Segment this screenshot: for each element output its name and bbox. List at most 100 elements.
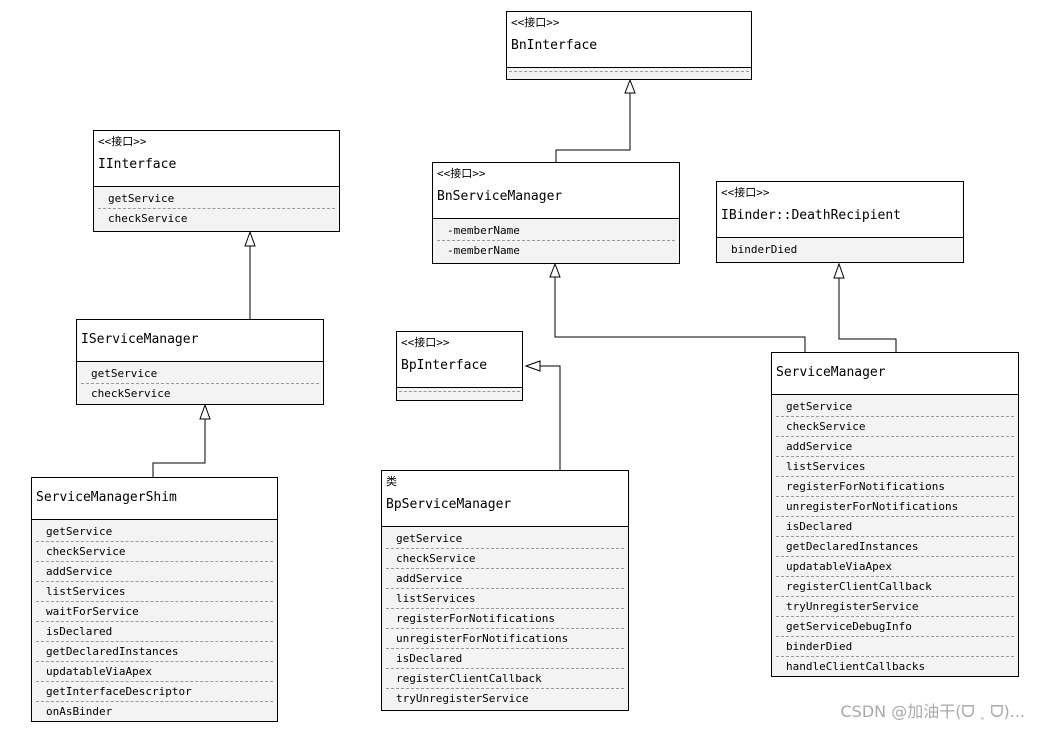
class-header: <<接口>> BnInterface — [507, 12, 751, 68]
member-list: binderDied — [717, 238, 963, 259]
arrowhead-bnservicemanager — [549, 262, 561, 278]
edge-servicemanager-deathrecipient — [838, 278, 897, 352]
class-name: IInterface — [98, 157, 177, 172]
stereotype-label: <<接口>> — [98, 135, 147, 148]
class-name: ServiceManagerShim — [36, 490, 177, 505]
edge-bnservicemanager-bninterface — [555, 93, 631, 162]
member-item: isDeclared — [36, 622, 273, 642]
class-name: IServiceManager — [81, 332, 199, 347]
arrowhead-iinterface — [244, 230, 256, 247]
member-item: waitForService — [36, 602, 273, 622]
member-item: checkService — [776, 417, 1014, 437]
class-header: <<接口>> IInterface — [94, 131, 339, 187]
member-item: tryUnregisterService — [396, 692, 529, 705]
member-item: unregisterForNotifications — [776, 497, 1014, 517]
edge-bpservicemanager-bpinterface — [540, 365, 561, 470]
member-item: addService — [36, 562, 273, 582]
member-item: checkService — [36, 542, 273, 562]
member-item: getDeclaredInstances — [776, 537, 1014, 557]
member-item: -memberName — [437, 221, 675, 241]
class-body — [507, 68, 751, 79]
member-item: getServiceDebugInfo — [776, 617, 1014, 637]
class-header: ServiceManager — [772, 353, 1018, 395]
watermark-text: CSDN @加油干(ᗜ ˰ ᗜ)... — [840, 702, 1025, 721]
class-header: 类 BpServiceManager — [382, 471, 628, 527]
class-iinterface[interactable]: <<接口>> IInterface getService checkService — [93, 130, 340, 232]
member-item: addService — [776, 437, 1014, 457]
class-name: BnServiceManager — [437, 189, 563, 204]
member-item: checkService — [386, 549, 624, 569]
member-item: binderDied — [776, 637, 1014, 657]
member-item: updatableViaApex — [776, 557, 1014, 577]
stereotype-label: <<接口>> — [721, 186, 770, 199]
member-item: getInterfaceDescriptor — [36, 682, 273, 702]
class-header: <<接口>> BnServiceManager — [433, 163, 679, 219]
member-item: listServices — [36, 582, 273, 602]
member-item: addService — [386, 569, 624, 589]
member-item: registerForNotifications — [386, 609, 624, 629]
edge-shim-iservicemanager — [152, 419, 206, 477]
member-item: tryUnregisterService — [776, 597, 1014, 617]
class-bpinterface[interactable]: <<接口>> BpInterface — [396, 331, 523, 401]
member-item: registerForNotifications — [776, 477, 1014, 497]
empty-member-compartment — [509, 71, 749, 72]
class-name: BpServiceManager — [386, 497, 512, 512]
edge-servicemanager-bnservicemanager — [554, 277, 806, 352]
member-item: registerClientCallback — [776, 577, 1014, 597]
member-item: binderDied — [731, 243, 798, 256]
member-item: checkService — [108, 212, 188, 225]
arrowhead-deathrecipient — [833, 262, 845, 279]
class-name: BpInterface — [401, 358, 488, 373]
member-list: -memberName -memberName — [433, 219, 679, 260]
arrowhead-iservicemanager — [199, 403, 211, 420]
member-item: getService — [81, 364, 319, 384]
empty-member-compartment — [399, 391, 520, 392]
stereotype-label: <<接口>> — [401, 336, 450, 349]
class-body: getService checkService — [94, 187, 339, 231]
stereotype-label: 类 — [386, 475, 397, 488]
class-body: getService checkService — [77, 362, 323, 404]
member-item: unregisterForNotifications — [386, 629, 624, 649]
member-item: updatableViaApex — [36, 662, 273, 682]
arrowhead-bpinterface — [524, 360, 541, 372]
member-item: checkService — [91, 387, 171, 400]
class-deathrecipient[interactable]: <<接口>> IBinder::DeathRecipient binderDie… — [716, 181, 964, 263]
class-bninterface[interactable]: <<接口>> BnInterface — [506, 11, 752, 80]
member-list: getService checkService — [94, 187, 339, 228]
member-item: listServices — [776, 457, 1014, 477]
class-header: <<接口>> IBinder::DeathRecipient — [717, 182, 963, 238]
member-item: handleClientCallbacks — [786, 660, 926, 673]
member-item: listServices — [386, 589, 624, 609]
member-item: getService — [98, 189, 335, 209]
member-item: registerClientCallback — [386, 669, 624, 689]
class-name: ServiceManager — [776, 365, 886, 380]
arrowhead-bninterface — [624, 78, 636, 94]
member-item: getService — [776, 397, 1014, 417]
member-item: isDeclared — [776, 517, 1014, 537]
class-header: <<接口>> BpInterface — [397, 332, 522, 388]
member-item: getService — [386, 529, 624, 549]
stereotype-label: <<接口>> — [437, 167, 486, 180]
class-name: IBinder::DeathRecipient — [721, 208, 902, 223]
class-iservicemanager[interactable]: IServiceManager getService checkService — [76, 319, 324, 405]
member-item: onAsBinder — [46, 705, 113, 718]
class-header: ServiceManagerShim — [32, 478, 277, 520]
member-item: getDeclaredInstances — [36, 642, 273, 662]
class-body: binderDied — [717, 238, 963, 262]
class-header: IServiceManager — [77, 320, 323, 362]
member-item: isDeclared — [386, 649, 624, 669]
class-bnservicemanager[interactable]: <<接口>> BnServiceManager -memberName-memb… — [432, 162, 680, 264]
member-item: -memberName — [447, 244, 520, 257]
member-list: getService checkService — [77, 362, 323, 403]
class-name: BnInterface — [511, 38, 598, 53]
